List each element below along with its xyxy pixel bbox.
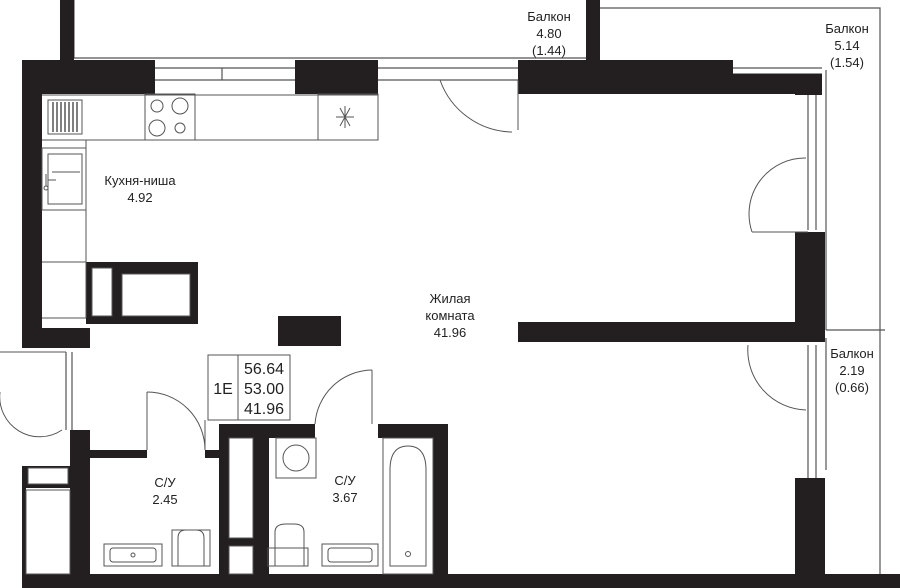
kitchen-sink-icon [43, 171, 80, 191]
apartment-legend: 1Е 56.64 53.00 41.96 [207, 354, 291, 421]
balcony-right-top-name: Балкон [825, 21, 869, 36]
room-labels: Балкон 4.80 (1.44) Балкон 5.14 (1.54) Ба… [104, 9, 873, 507]
area-without-balconies: 53.00 [244, 381, 284, 398]
living-area-label: 41.96 [434, 325, 467, 340]
kitchen-area: 4.92 [127, 190, 152, 205]
balcony-top-area: 4.80 [536, 26, 561, 41]
drainer-icon [52, 102, 78, 132]
balcony-right-top-reduced: (1.54) [830, 55, 864, 70]
bathroom-fixtures [103, 437, 434, 575]
wall-cutouts [25, 267, 254, 575]
stove-icon [148, 97, 189, 137]
kitchen-name: Кухня-ниша [104, 173, 176, 188]
hood-icon [336, 106, 354, 128]
balcony-top-name: Балкон [527, 9, 571, 24]
apartment-code: 1Е [213, 381, 233, 398]
living-name-1: Жилая [429, 291, 470, 306]
doors [0, 79, 808, 451]
bath-large-area: 3.67 [332, 490, 357, 505]
balcony-right-bottom-area: 2.19 [839, 363, 864, 378]
living-area: 41.96 [244, 401, 284, 418]
bath-small-name: С/У [154, 475, 176, 490]
bath-small-area: 2.45 [152, 492, 177, 507]
bath-large-name: С/У [334, 473, 356, 488]
balcony-right-bottom-reduced: (0.66) [835, 380, 869, 395]
balcony-top-reduced: (1.44) [532, 43, 566, 58]
kitchen-counter [41, 93, 379, 319]
living-name-2: комната [425, 308, 475, 323]
balcony-right-bottom-name: Балкон [830, 346, 874, 361]
balcony-right-top-area: 5.14 [834, 38, 859, 53]
walls [22, 0, 900, 588]
total-area: 56.64 [244, 361, 284, 378]
